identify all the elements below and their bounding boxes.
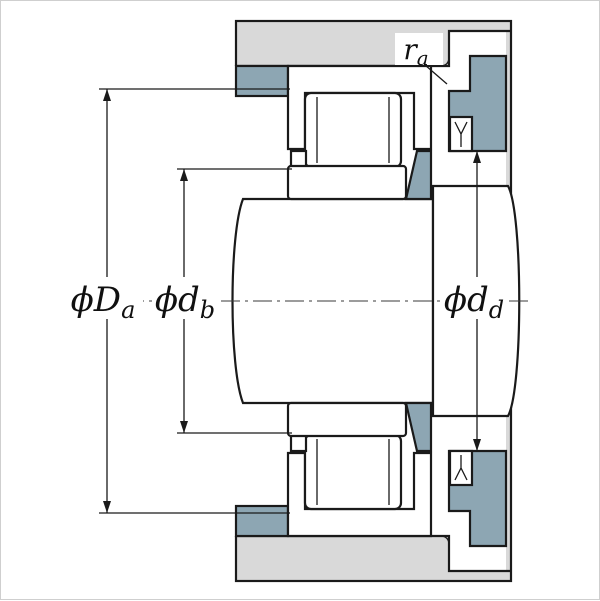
- roller-face-lines-bottom: [316, 439, 390, 505]
- spacer-ring-bottom: [234, 504, 290, 538]
- dim-Da-arrow-top: [103, 89, 111, 101]
- dim-db-arrow-bottom: [180, 421, 188, 433]
- locating-pin-top: [454, 121, 468, 147]
- bearing-bottom: [286, 401, 433, 538]
- locating-pin-bottom: [454, 455, 468, 481]
- dim-Da-label-bg: [71, 277, 143, 319]
- dim-dd-label-bg: [445, 277, 507, 319]
- ra-label-bg: [395, 33, 443, 65]
- dim-Da-label: ϕDa: [71, 280, 136, 324]
- bearing-top: [286, 64, 433, 201]
- dim-db-arrow-top: [180, 169, 188, 181]
- end-cap-section: [447, 54, 508, 548]
- angle-ring-top: [404, 149, 433, 201]
- bearing-inner-ring-bottom: [286, 401, 408, 438]
- housing-fillet-top: [439, 56, 450, 67]
- roller-top: [303, 91, 403, 169]
- dim-dd-arrow-bottom: [473, 439, 481, 451]
- angle-ring-bottom: [404, 401, 433, 453]
- roller-bottom: [303, 433, 403, 511]
- dim-dd-label: ϕdd: [444, 280, 504, 324]
- spacer-rings: [234, 64, 290, 538]
- housing-fillet-bottom: [439, 535, 450, 546]
- spacer-ring-top: [234, 64, 290, 98]
- ra-leader-line: [424, 64, 448, 85]
- ra-label: ra: [403, 33, 428, 70]
- roller-face-lines-top: [316, 97, 390, 163]
- bearing-inner-ring-top: [286, 164, 408, 201]
- dim-db-label: ϕdb: [155, 280, 215, 324]
- dim-dd-arrow-top: [473, 151, 481, 163]
- locating-detail-bottom: [448, 449, 474, 487]
- dim-db-label-bg: [155, 277, 219, 319]
- locating-detail-top: [448, 115, 474, 153]
- dim-Da-arrow-bottom: [103, 501, 111, 513]
